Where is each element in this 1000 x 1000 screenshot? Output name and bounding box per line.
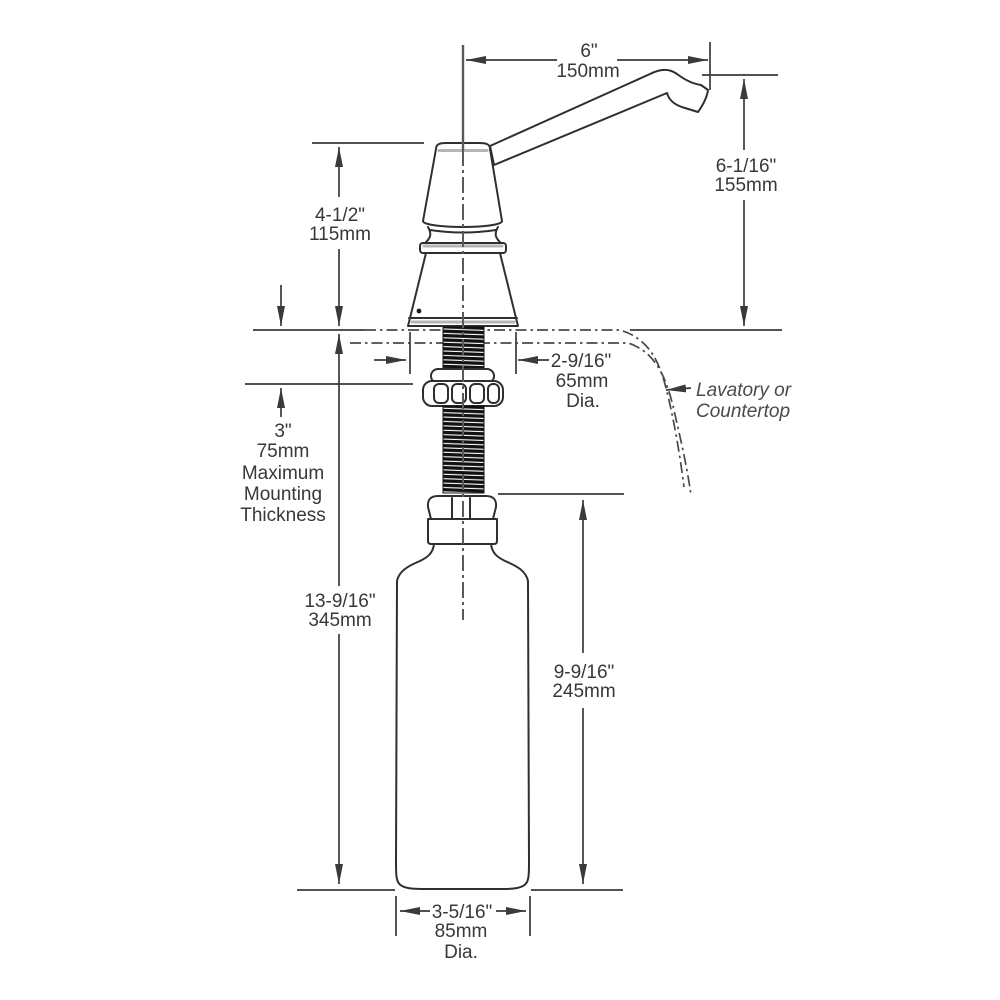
dim-below-counter-in: 13-9/16" <box>304 591 375 612</box>
countertop-top-surface-line <box>365 329 685 488</box>
spout-arm <box>489 68 709 166</box>
dim-bottle-diameter: 3-5/16" 85mm Dia. <box>297 889 623 963</box>
dim-spout-height: 6-1/16" 155mm <box>630 74 782 331</box>
dim-bottle-dia-mm: 85mm <box>435 921 488 942</box>
bottle-body <box>395 543 530 890</box>
dim-flange-dia-suffix: Dia. <box>566 391 600 412</box>
dim-flange-dia-in: 2-9/16" <box>551 351 612 372</box>
dim-mounting-note-line1: Maximum <box>242 463 324 484</box>
dim-spout-reach: 6" 150mm <box>466 41 711 90</box>
dim-mounting-thickness: 3" 75mm Maximum Mounting Thickness <box>240 285 413 526</box>
dim-spout-reach-in: 6" <box>580 41 597 62</box>
dim-below-counter: 13-9/16" 345mm <box>304 334 376 884</box>
dim-spout-height-in: 6-1/16" <box>716 156 777 177</box>
dim-head-height-in: 4-1/2" <box>315 205 365 226</box>
dim-bottle-height: 9-9/16" 245mm <box>498 493 624 884</box>
dim-bottle-height-in: 9-9/16" <box>554 662 615 683</box>
countertop-label-line2: Countertop <box>696 401 790 422</box>
countertop-label-line1: Lavatory or <box>696 380 792 401</box>
weep-hole <box>416 308 422 314</box>
dim-mounting-in: 3" <box>274 421 291 442</box>
dim-bottle-dia-suffix: Dia. <box>444 942 478 963</box>
locknut-lobe <box>469 383 485 404</box>
dim-spout-height-mm: 155mm <box>714 175 777 196</box>
dim-mounting-mm: 75mm <box>257 441 310 462</box>
countertop-label: Lavatory or Countertop <box>665 380 792 422</box>
bottle <box>395 518 530 890</box>
countertop-bottom-surface-line <box>350 342 692 496</box>
dim-bottle-dia-in: 3-5/16" <box>432 902 493 923</box>
dim-head-height-mm: 115mm <box>309 224 371 245</box>
dim-flange-dia-mm: 65mm <box>556 371 609 392</box>
dim-flange-diameter: 2-9/16" 65mm Dia. <box>374 332 611 412</box>
countertop-section <box>253 329 692 496</box>
dim-mounting-note-line2: Mounting <box>244 484 322 505</box>
dim-head-height: 4-1/2" 115mm <box>309 142 424 326</box>
dim-mounting-note-line3: Thickness <box>240 505 326 526</box>
locknut-lobe <box>487 383 500 404</box>
pump-head <box>407 68 709 327</box>
dim-below-counter-mm: 345mm <box>308 610 371 631</box>
dim-spout-reach-mm: 150mm <box>556 61 619 82</box>
label-leader-arrow <box>665 384 692 393</box>
dim-bottle-height-mm: 245mm <box>552 681 615 702</box>
locknut-lobe <box>433 383 449 404</box>
